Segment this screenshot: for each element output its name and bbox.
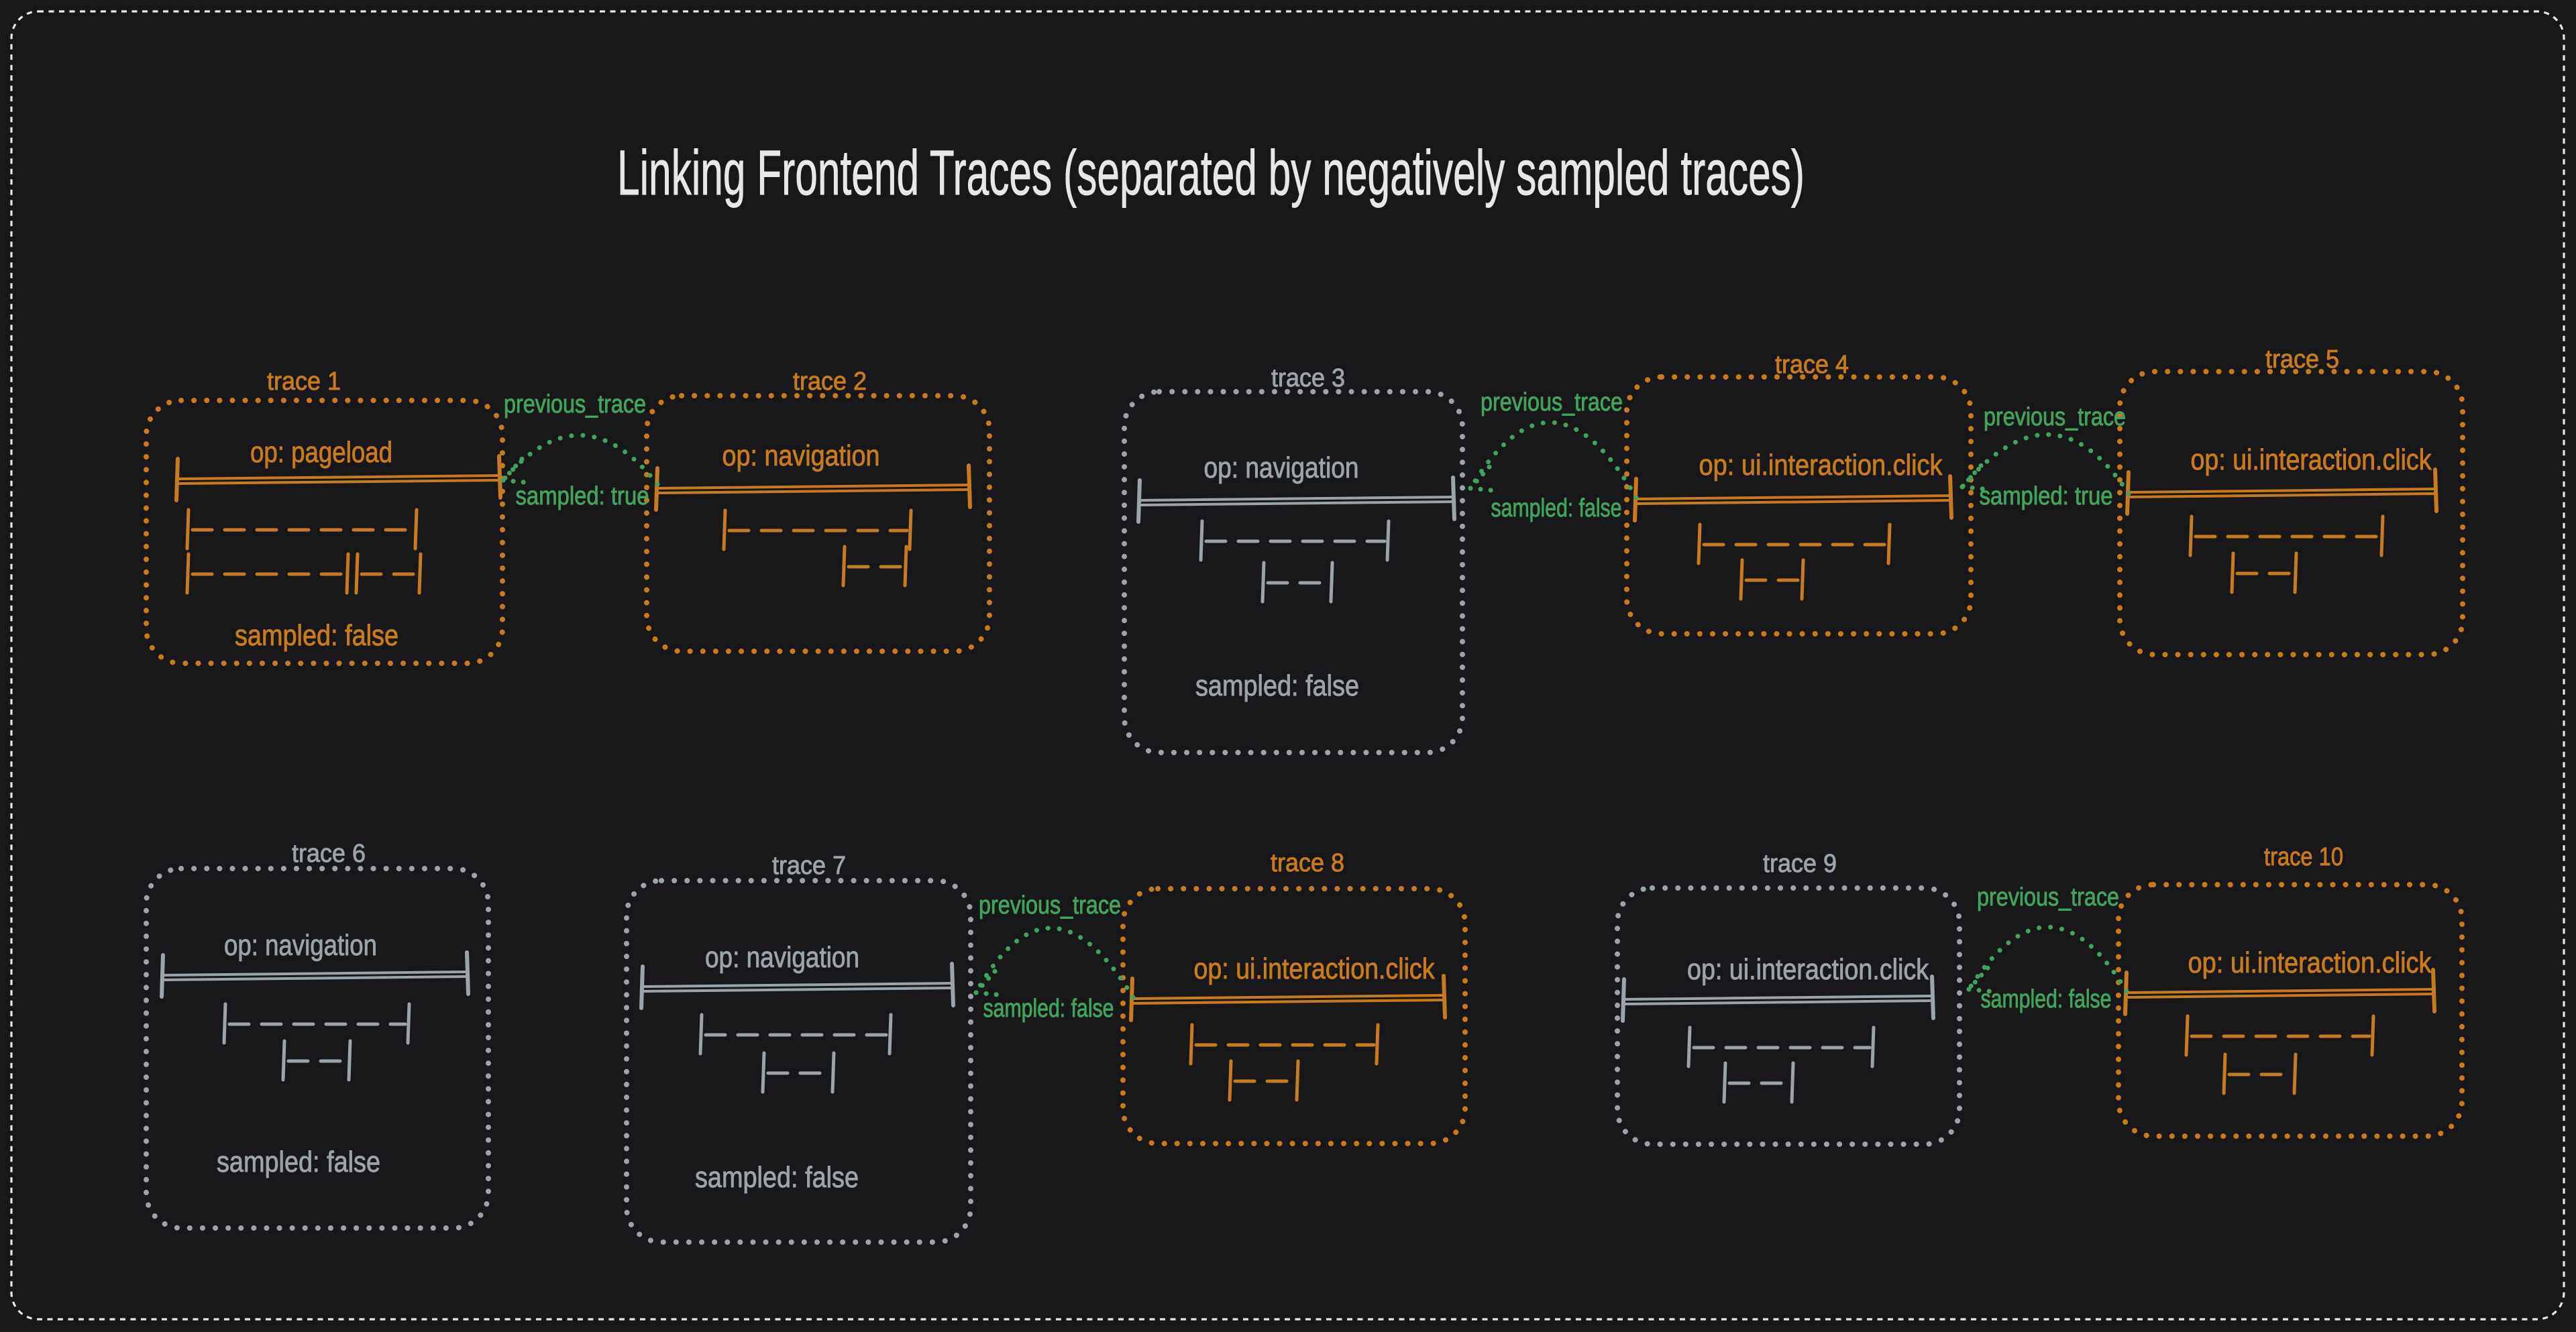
svg-text:sampled: true: sampled: true bbox=[516, 482, 649, 510]
svg-text:op: navigation: op: navigation bbox=[1204, 451, 1359, 484]
svg-text:previous_trace: previous_trace bbox=[1481, 388, 1623, 417]
svg-text:trace 5: trace 5 bbox=[2265, 345, 2339, 374]
svg-text:sampled: false: sampled: false bbox=[1195, 669, 1359, 702]
svg-text:op: navigation: op: navigation bbox=[224, 929, 377, 962]
svg-text:trace 8: trace 8 bbox=[1271, 849, 1344, 877]
svg-text:sampled: true: sampled: true bbox=[1980, 482, 2113, 510]
svg-text:sampled: false: sampled: false bbox=[1491, 494, 1622, 522]
svg-text:previous_trace: previous_trace bbox=[1977, 883, 2119, 911]
svg-text:op: navigation: op: navigation bbox=[705, 941, 859, 974]
svg-text:op: ui.interaction.click: op: ui.interaction.click bbox=[1194, 952, 1436, 985]
svg-text:op: ui.interaction.click: op: ui.interaction.click bbox=[2191, 443, 2432, 476]
svg-text:previous_trace: previous_trace bbox=[1984, 403, 2126, 431]
svg-text:sampled: false: sampled: false bbox=[983, 995, 1114, 1023]
svg-text:op: ui.interaction.click: op: ui.interaction.click bbox=[2188, 946, 2432, 979]
svg-text:trace 3: trace 3 bbox=[1271, 364, 1345, 392]
svg-text:op: pageload: op: pageload bbox=[250, 436, 392, 469]
svg-text:sampled: false: sampled: false bbox=[695, 1161, 859, 1194]
svg-text:trace 2: trace 2 bbox=[793, 368, 867, 396]
svg-text:trace 10: trace 10 bbox=[2264, 843, 2343, 871]
svg-text:op: ui.interaction.click: op: ui.interaction.click bbox=[1687, 953, 1929, 986]
svg-text:trace 1: trace 1 bbox=[267, 368, 341, 396]
svg-text:sampled: false: sampled: false bbox=[217, 1146, 380, 1178]
svg-text:sampled: false: sampled: false bbox=[235, 619, 398, 652]
svg-text:trace 7: trace 7 bbox=[772, 852, 846, 880]
svg-text:trace 9: trace 9 bbox=[1763, 850, 1837, 878]
svg-text:trace 4: trace 4 bbox=[1775, 351, 1849, 379]
svg-text:previous_trace: previous_trace bbox=[504, 390, 646, 419]
svg-text:trace 6: trace 6 bbox=[292, 840, 366, 868]
svg-text:Linking Frontend Traces (separ: Linking Frontend Traces (separated by ne… bbox=[617, 137, 1805, 209]
svg-text:op: navigation: op: navigation bbox=[722, 439, 880, 472]
svg-text:sampled: false: sampled: false bbox=[1981, 985, 2112, 1013]
svg-text:op: ui.interaction.click: op: ui.interaction.click bbox=[1699, 449, 1943, 482]
svg-text:previous_trace: previous_trace bbox=[979, 891, 1121, 920]
